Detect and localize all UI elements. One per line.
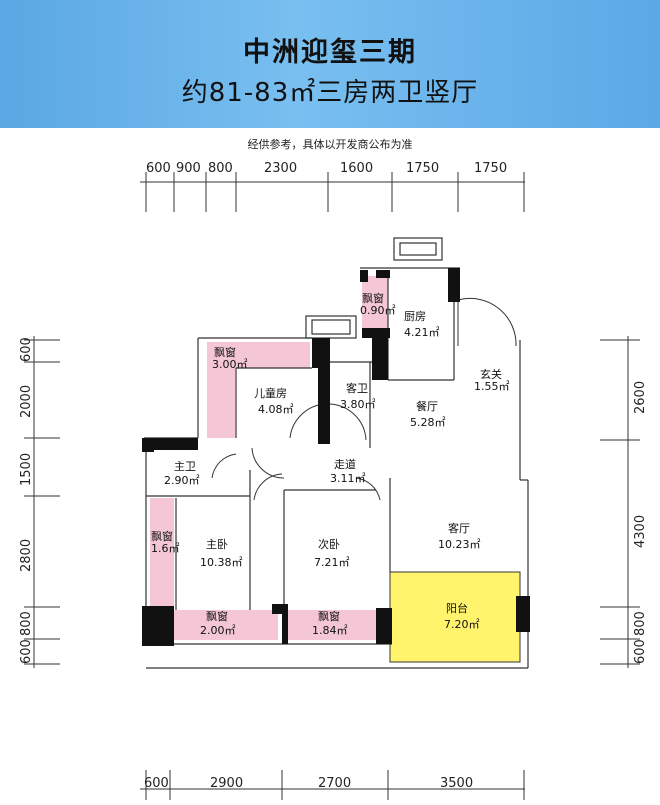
corridor-area: 3.11㎡ [330, 472, 366, 485]
master-bedroom-name: 主卧 [206, 538, 228, 551]
dim-top-4: 2300 [264, 161, 297, 176]
living-room-name: 客厅 [448, 521, 470, 535]
dim-top-7: 1750 [474, 161, 507, 176]
page-subtitle: 约81-83㎡三房两卫竖厅 [181, 78, 479, 108]
bay-window-kids-side-fill [207, 342, 235, 438]
dim-top-3: 800 [208, 161, 233, 176]
guest-bath-area: 3.80㎡ [340, 398, 376, 411]
balcony-area: 7.20㎡ [444, 618, 480, 631]
bay-window-second-fill [288, 610, 378, 640]
thin-walls [144, 237, 529, 669]
kitchen-area: 4.21㎡ [404, 326, 440, 339]
disclaimer-note: 经供参考，具体以开发商公布为准 [247, 138, 413, 151]
dim-left-3: 1500 [19, 453, 34, 486]
foyer-name: 玄关 [480, 367, 502, 381]
dim-left-6: 600 [19, 639, 34, 664]
kitchen-name: 厨房 [404, 310, 426, 323]
header-banner: 中洲迎玺三期 约81-83㎡三房两卫竖厅 [0, 0, 660, 128]
living-room-area: 10.23㎡ [438, 538, 481, 551]
bay-window-master-area: 2.00㎡ [200, 624, 236, 637]
bay-window-areas [150, 276, 388, 640]
balcony-name: 阳台 [446, 601, 468, 615]
master-bath-name: 主卫 [174, 460, 196, 473]
second-bedroom-area: 7.21㎡ [314, 556, 350, 569]
dim-right-1: 2600 [633, 381, 648, 414]
dim-top-6: 1750 [406, 161, 439, 176]
corridor-name: 走道 [334, 457, 356, 471]
dim-bottom-2: 2900 [210, 776, 243, 791]
bay-window-kitchen-name: 飘窗 [362, 291, 384, 305]
dim-left-1: 600 [19, 337, 34, 362]
dim-top-5: 1600 [340, 161, 373, 176]
bay-window-kitchen-area: 0.90㎡ [360, 304, 396, 317]
bay-window-second-area: 1.84㎡ [312, 624, 348, 637]
bay-window-kids-name: 飘窗 [214, 345, 236, 359]
bay-window-kitchen-fill [362, 276, 388, 330]
guest-bath-name: 客卫 [346, 381, 368, 395]
dim-bottom-4: 3500 [440, 776, 473, 791]
second-bedroom-name: 次卧 [318, 537, 340, 551]
thick-walls [142, 268, 530, 646]
page-title: 中洲迎玺三期 [243, 37, 417, 68]
dim-right-3: 800 [633, 611, 648, 636]
dim-left-5: 800 [19, 611, 34, 636]
bay-window-side-area: 1.6㎡ [151, 542, 180, 555]
room-labels: 飘窗 0.90㎡ 厨房 4.21㎡ 飘窗 3.00㎡ 儿童房 4.08㎡ 客卫 … [151, 291, 510, 637]
dim-left-2: 2000 [19, 385, 34, 418]
balcony-fill [389, 571, 521, 663]
dim-bottom-3: 2700 [318, 776, 351, 791]
dim-top-2: 900 [176, 161, 201, 176]
dimension-labels: 600 900 800 2300 1600 1750 1750 600 2900… [19, 161, 648, 791]
dim-right-2: 4300 [633, 515, 648, 548]
dim-bottom-1: 600 [144, 776, 169, 791]
dim-right-4: 600 [633, 639, 648, 664]
bay-window-kids-area: 3.00㎡ [212, 358, 248, 371]
dimension-lines [24, 172, 640, 800]
bay-window-master-name: 飘窗 [206, 609, 228, 623]
master-bath-area: 2.90㎡ [164, 474, 200, 487]
dim-top-1: 600 [146, 161, 171, 176]
bay-window-second-name: 飘窗 [318, 609, 340, 623]
bay-window-master-fill [174, 610, 278, 640]
foyer-area: 1.55㎡ [474, 380, 510, 393]
dining-name: 餐厅 [416, 399, 438, 413]
master-bedroom-area: 10.38㎡ [200, 556, 243, 569]
kids-room-area: 4.08㎡ [258, 403, 294, 416]
dim-left-4: 2800 [19, 539, 34, 572]
door-arcs [211, 297, 517, 501]
kids-room-name: 儿童房 [254, 386, 287, 400]
dining-area: 5.28㎡ [410, 416, 446, 429]
bay-window-side-name: 飘窗 [151, 529, 173, 543]
bay-window-side-fill [150, 498, 174, 610]
